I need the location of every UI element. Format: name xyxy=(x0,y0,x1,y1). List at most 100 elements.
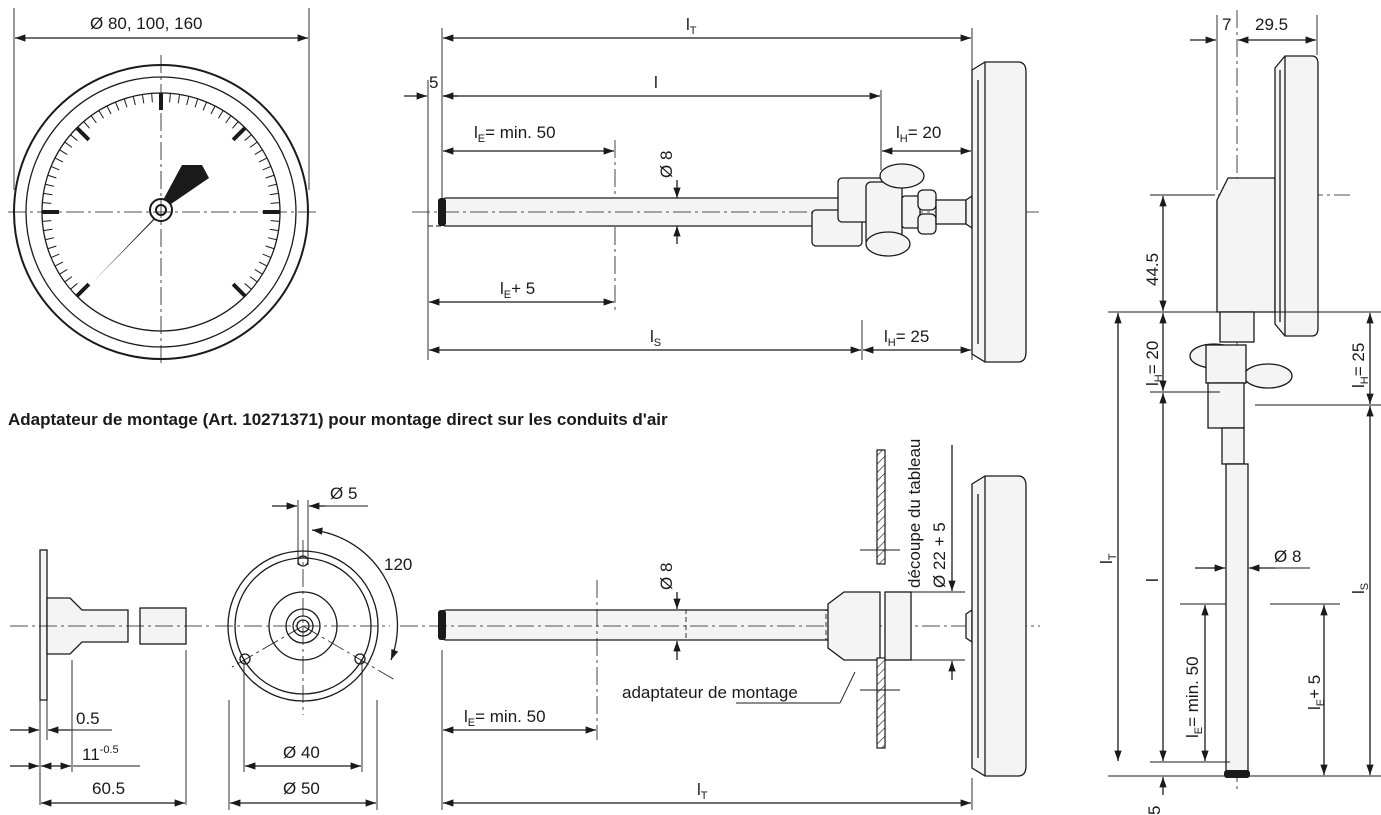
v-dim-5: 5 xyxy=(1145,806,1164,815)
svg-text:lH= 25: lH= 25 xyxy=(1349,343,1371,388)
svg-text:lS: lS xyxy=(650,327,661,349)
dial-tick xyxy=(254,269,263,275)
lt-sub: T xyxy=(690,25,697,37)
dial-tick xyxy=(64,276,73,283)
dial-tick xyxy=(50,253,60,259)
vle5-value: + 5 xyxy=(1305,675,1324,699)
dial-tick xyxy=(269,228,279,232)
dial-tick xyxy=(75,282,91,298)
dial-tick xyxy=(269,192,279,196)
dial-pointer-tail xyxy=(92,208,164,283)
dial-tick xyxy=(45,183,55,187)
gauge-case-side xyxy=(965,61,1027,363)
dial-tick xyxy=(186,96,190,106)
adapter-front-view: 120 Ø 5 Ø 40 Ø 50 xyxy=(215,484,412,810)
dial-tick xyxy=(265,174,275,179)
dial-tick xyxy=(225,115,232,124)
svg-text:lE+ 5: lE+ 5 xyxy=(500,279,535,301)
svg-text:lH= 25: lH= 25 xyxy=(884,327,929,349)
dial-tick xyxy=(218,110,224,119)
vlh20-value: = 20 xyxy=(1143,341,1162,375)
dial-tick xyxy=(106,105,112,115)
adapter-length-tol: -0.5 xyxy=(100,744,119,756)
vlt-sub: T xyxy=(1107,553,1119,560)
dial-tick xyxy=(267,237,277,241)
dial-tick xyxy=(210,105,216,115)
vle5-sub: E xyxy=(1315,699,1327,706)
dial-tick xyxy=(262,165,272,171)
dial-tick xyxy=(265,245,275,250)
dial-tick xyxy=(123,98,128,108)
lt-label: l xyxy=(686,15,690,34)
lh20-sub: H xyxy=(900,133,908,145)
mle-l: l xyxy=(464,707,468,726)
dial-tick xyxy=(42,202,52,204)
svg-text:lT: lT xyxy=(686,15,697,37)
mlt-l: l xyxy=(697,780,701,799)
dial-tick xyxy=(177,94,181,104)
stem-diameter-label: Ø 8 xyxy=(657,151,676,178)
vlh25-l: l xyxy=(1349,384,1368,388)
svg-text:lH= 20: lH= 20 xyxy=(896,123,941,145)
dial-tick xyxy=(75,126,91,142)
dial-tick xyxy=(254,149,263,155)
dial-tick xyxy=(45,237,55,241)
vlh25-sub: H xyxy=(1359,376,1371,384)
ls-sub: S xyxy=(654,337,661,349)
dial-tick xyxy=(42,220,52,222)
panel-cutout-label: découpe du tableau xyxy=(905,439,924,588)
le5-sub: E xyxy=(504,289,511,301)
adapter-length-11: 11 xyxy=(82,745,100,764)
adapter-section-heading: Adaptateur de montage (Art. 10271371) po… xyxy=(8,410,668,429)
dial-tick xyxy=(59,149,68,155)
svg-text:lE= min. 50: lE= min. 50 xyxy=(464,707,546,729)
flange-diameter: Ø 50 xyxy=(283,779,320,798)
dial-tick xyxy=(70,283,78,290)
adapter-length-605: 60.5 xyxy=(92,779,125,798)
le-l: l xyxy=(474,123,478,142)
dial-tick xyxy=(249,276,258,283)
dim-7: 7 xyxy=(1222,15,1231,34)
dial-tick xyxy=(267,183,277,187)
mounted-side-view: découpe du tableau Ø 22 + 5 Ø 8 adaptate… xyxy=(400,439,1040,810)
vlh20-l: l xyxy=(1143,382,1162,386)
dial-tick xyxy=(202,101,208,111)
lh20-l: l xyxy=(896,123,900,142)
dial-tick xyxy=(54,157,64,163)
dial-tick xyxy=(270,202,280,204)
dial-tick xyxy=(258,157,268,163)
bolt-hole-diameter: Ø 5 xyxy=(330,484,357,503)
dial-tick xyxy=(114,101,120,111)
ls-l: l xyxy=(650,327,654,346)
v-stem-diameter: Ø 8 xyxy=(1274,547,1301,566)
mounted-stem-diameter: Ø 8 xyxy=(657,563,676,590)
five-label: 5 xyxy=(429,73,438,92)
dial-front-view: Ø 80, 100, 160 xyxy=(8,8,318,365)
dial-tick xyxy=(54,261,64,267)
svg-text:lE= min. 50: lE= min. 50 xyxy=(1183,656,1205,738)
le5-l: l xyxy=(500,279,504,298)
dial-tick xyxy=(232,121,239,129)
svg-text:lT: lT xyxy=(1097,553,1119,564)
vle-value: = min. 50 xyxy=(1183,656,1202,726)
compression-fitting xyxy=(811,163,967,257)
dial-tick xyxy=(141,94,145,104)
mlt-sub: T xyxy=(701,790,708,802)
dial-tick xyxy=(50,165,60,171)
dial-tick xyxy=(194,98,199,108)
side-view-top: lT 5 l lH= 20 lE= min. 50 Ø 8 xyxy=(404,15,1040,363)
dial-tick xyxy=(47,245,57,250)
dial-tick xyxy=(244,134,252,141)
mle-value: = min. 50 xyxy=(475,707,545,726)
dim-445: 44.5 xyxy=(1143,253,1162,286)
lh25-value: = 25 xyxy=(896,327,930,346)
vertical-view-right: 7 29.5 44.5 lH= 20 l lT lH= 25 lS xyxy=(1097,10,1381,815)
svg-text:lE+ 5: lE+ 5 xyxy=(1305,675,1327,710)
dial-tick xyxy=(270,220,280,222)
dial-tick xyxy=(43,192,53,196)
vls-l: l xyxy=(1349,590,1368,594)
dial-tick xyxy=(249,141,258,148)
dial-tick xyxy=(47,174,57,179)
vl-label: l xyxy=(1143,578,1162,582)
dial-tick xyxy=(231,282,247,298)
